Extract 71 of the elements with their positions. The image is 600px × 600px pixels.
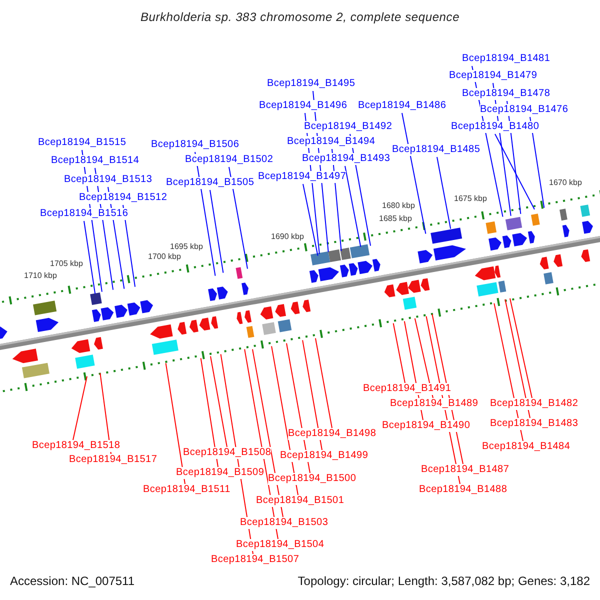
gene-label: Bcep18194_B1484 [482,441,570,453]
gene-label: Bcep18194_B1486 [358,100,446,112]
leader-line [200,358,218,468]
gene-label: Bcep18194_B1476 [480,104,568,116]
leader-line [210,356,228,448]
gene-label: Bcep18194_B1499 [280,450,368,462]
scale-label: 1670 kbp [549,178,582,188]
leader-line [72,376,88,440]
gene-label: Bcep18194_B1509 [176,467,264,479]
gene-label: Bcep18194_B1482 [490,398,578,410]
gene-label: Bcep18194_B1498 [288,428,376,440]
gene-label: Bcep18194_B1502 [185,154,274,166]
gene-label: Bcep18194_B1516 [40,208,128,220]
gene-label: Bcep18194_B1507 [211,554,300,566]
gene-label: Bcep18194_B1491 [363,383,452,395]
leader-line [392,322,406,384]
diagram-title: Burkholderia sp. 383 chromosome 2, complete sequence [139,10,461,24]
gene-label: Bcep18194_B1511 [143,484,230,496]
scale-label: 1695 kbp [170,242,203,252]
leader-line [509,298,532,398]
gene-label: Bcep18194_B1500 [268,473,356,485]
scale-label: 1675 kbp [454,194,487,204]
gene-label: Bcep18194_B1513 [64,174,152,186]
leader-line [494,134,535,210]
gene-label: Bcep18194_B1505 [166,177,254,189]
leader-line [504,298,530,418]
gene-label: Bcep18194_B1483 [490,418,578,430]
gene-label: Bcep18194_B1480 [451,121,540,133]
footer-text: Accession: NC_007511 [10,574,135,588]
gene-label: Bcep18194_B1493 [302,153,390,165]
gene-label: Bcep18194_B1495 [267,78,356,90]
gene-label: Bcep18194_B1478 [462,88,550,100]
gene-label: Bcep18194_B1506 [151,139,240,151]
gene-label: Bcep18194_B1479 [449,70,538,82]
gene-label: Bcep18194_B1504 [236,539,324,551]
gene-label: Bcep18194_B1514 [51,155,140,167]
leader-line [210,190,224,274]
gene-label: Bcep18194_B1492 [304,121,392,133]
gene-label: Bcep18194_B1501 [256,495,344,507]
gene-label: Bcep18194_B1503 [240,517,328,529]
gene-label: Bcep18194_B1487 [421,464,510,476]
gene-label: Bcep18194_B1517 [69,454,158,466]
leader-line [228,166,248,270]
gene-label: Bcep18194_B1481 [462,53,550,65]
gene-label: Bcep18194_B1496 [259,100,348,112]
leader-line [302,184,318,256]
leader-line [436,156,452,230]
gene-label: Bcep18194_B1512 [79,192,168,204]
leader-line [84,220,96,294]
leader-line [344,166,362,248]
scale-label: 1685 kbp [379,214,412,224]
gene-label: Bcep18194_B1497 [258,171,346,183]
leader-line [402,112,426,234]
leader-line [165,362,186,484]
leader-line [314,338,332,428]
scale-label: 1700 kbp [148,252,181,262]
gene-label: Bcep18194_B1488 [419,484,508,496]
gene-label: Bcep18194_B1494 [287,136,376,148]
footer-text: Topology: circular; Length: 3,587,082 bp; Genes: 3,182 [298,574,590,588]
leader-line [530,116,545,208]
gene-label: Bcep18194_B1518 [32,440,120,452]
scale-label: 1705 kbp [50,259,83,269]
gene-label: Bcep18194_B1490 [382,420,470,432]
scale-label: 1680 kbp [382,201,415,211]
scale-label: 1710 kbp [24,271,57,281]
gene-label: Bcep18194_B1485 [392,144,480,156]
leader-line [302,340,322,450]
gene-label: Bcep18194_B1489 [390,398,478,410]
scale-label: 1690 kbp [271,232,304,242]
gene-label: Bcep18194_B1515 [38,137,126,149]
gene-label: Bcep18194_B1508 [183,447,272,459]
